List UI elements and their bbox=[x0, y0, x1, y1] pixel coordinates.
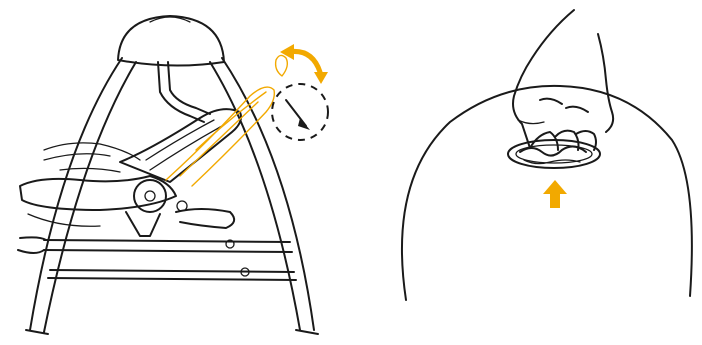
hanging-arm bbox=[158, 62, 210, 122]
step-recline-panel bbox=[0, 0, 360, 345]
swing-seat bbox=[20, 109, 241, 236]
recline-dial-icon bbox=[272, 84, 328, 140]
release-illustration bbox=[380, 0, 702, 345]
release-button bbox=[508, 140, 600, 168]
hand bbox=[513, 10, 613, 150]
seat-recline-ghost bbox=[166, 55, 287, 186]
step-release-panel bbox=[380, 0, 702, 345]
up-arrow-icon bbox=[543, 180, 567, 208]
swing-illustration bbox=[0, 0, 360, 345]
top-housing bbox=[118, 16, 224, 66]
